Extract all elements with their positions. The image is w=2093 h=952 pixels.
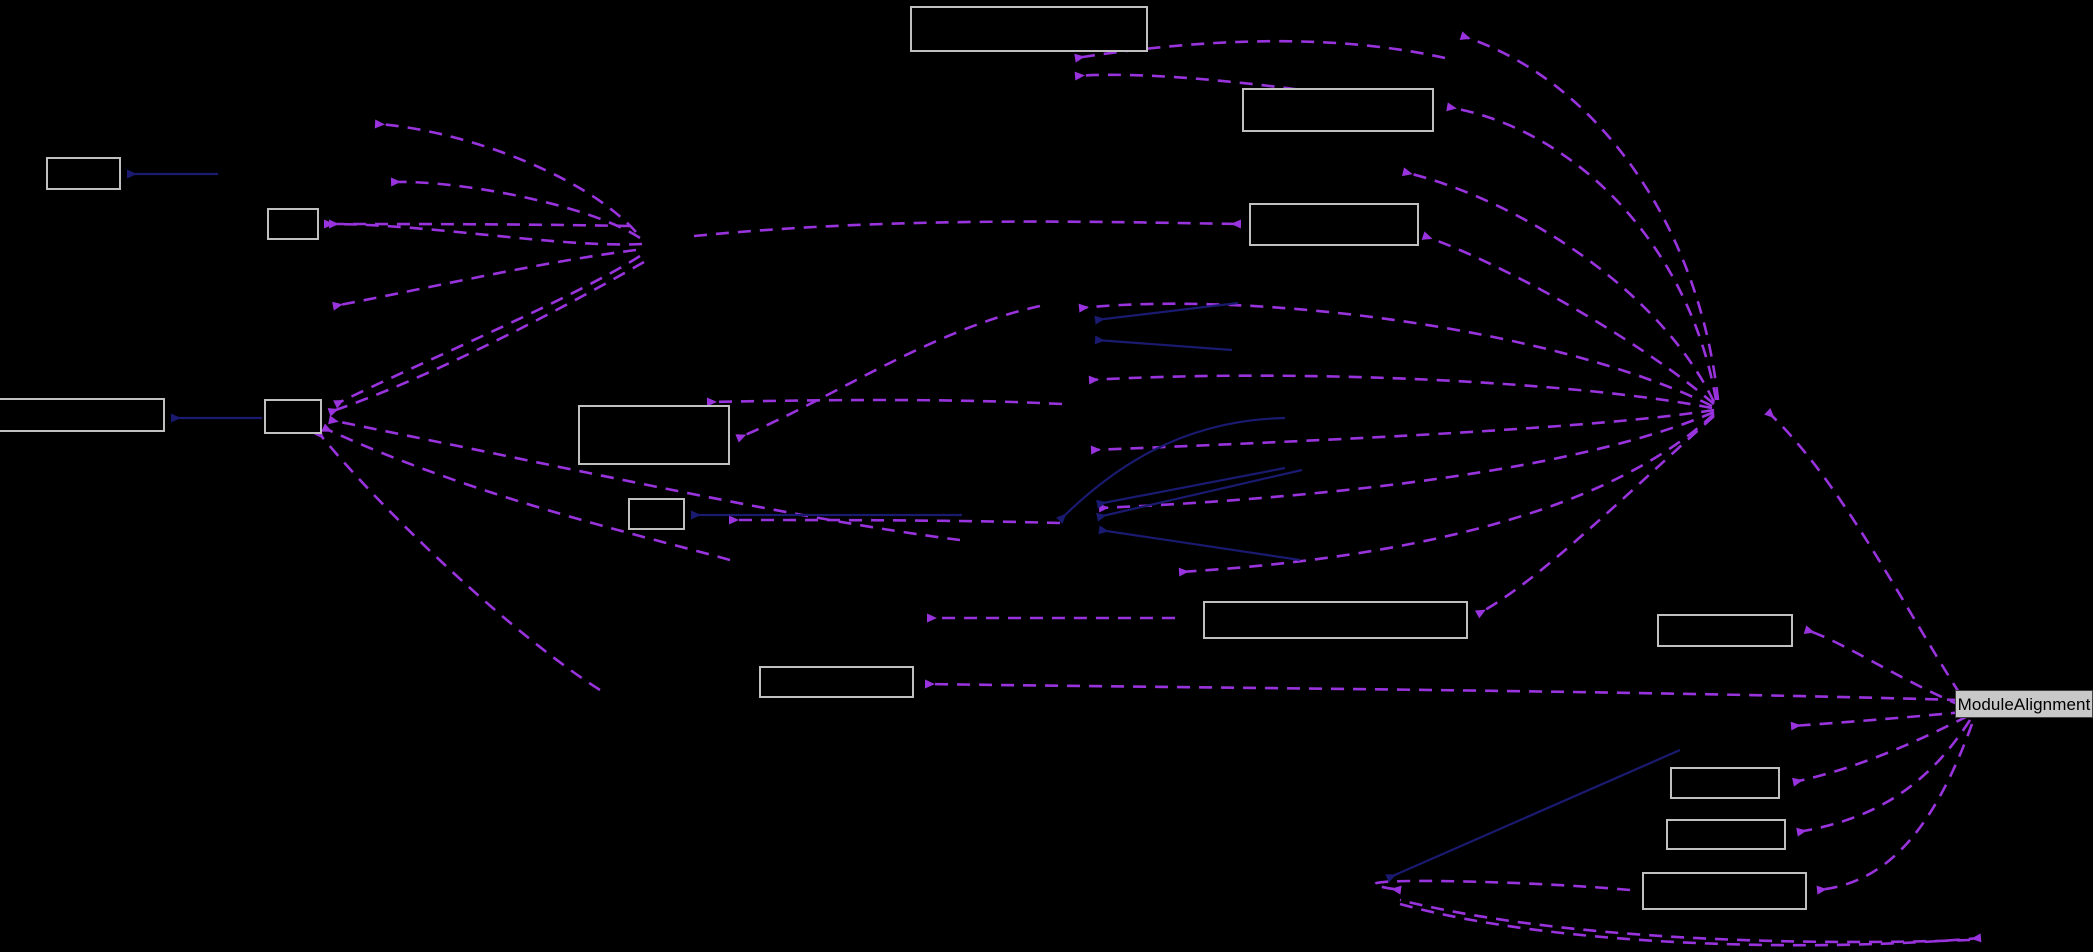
- graph-node[interactable]: [1242, 88, 1434, 132]
- graph-node[interactable]: [1670, 767, 1780, 799]
- edge: [333, 254, 641, 409]
- edge: [1399, 898, 1971, 944]
- edge: [1373, 879, 1631, 895]
- dashed-edge-group: [313, 31, 1982, 947]
- graph-node[interactable]: [1657, 614, 1793, 647]
- edge: [1078, 302, 1713, 408]
- edge: [1056, 416, 1286, 524]
- edge: [1096, 468, 1303, 522]
- edge: [1792, 714, 1969, 787]
- graph-node[interactable]: [46, 157, 121, 190]
- edge: [1803, 625, 1963, 708]
- edge: [1796, 719, 1972, 837]
- edge: [1178, 413, 1715, 577]
- edge: [1764, 408, 1962, 695]
- edge: [728, 515, 1061, 525]
- graph-node[interactable]: [1203, 601, 1468, 639]
- edge: [1094, 335, 1233, 352]
- edge: [1446, 102, 1718, 401]
- edge: [374, 119, 637, 233]
- edge: [1401, 167, 1716, 403]
- edge: [1090, 408, 1715, 455]
- graph-node[interactable]: [578, 405, 730, 465]
- edge: [1385, 748, 1681, 883]
- graph-node[interactable]: [628, 498, 685, 530]
- edge: [328, 415, 961, 542]
- edge: [1816, 723, 1974, 895]
- solid-edge-group: [127, 169, 1681, 883]
- edge: [327, 260, 645, 417]
- edge: [313, 428, 601, 692]
- edge: [1474, 415, 1715, 619]
- edge: [1790, 710, 1965, 731]
- edge: [1088, 374, 1713, 410]
- graph-node[interactable]: [910, 6, 1148, 52]
- graph-node-focus-module-alignment[interactable]: ModuleAlignment: [1955, 690, 2093, 718]
- graph-node[interactable]: [759, 666, 914, 698]
- edge: [706, 397, 1063, 407]
- graph-node[interactable]: [267, 208, 319, 240]
- edge: [321, 423, 731, 562]
- graph-node[interactable]: [1249, 203, 1419, 246]
- edge: [1096, 466, 1286, 509]
- edge: [1074, 39, 1446, 63]
- graph-node[interactable]: [1642, 872, 1807, 910]
- edge: [1098, 410, 1715, 513]
- graph-node[interactable]: [264, 399, 322, 434]
- edge: [328, 219, 643, 246]
- edge: [390, 177, 641, 240]
- graph-node[interactable]: [1666, 819, 1786, 850]
- edge: [1094, 301, 1239, 325]
- edge: [1421, 231, 1715, 405]
- edge: [1459, 31, 1720, 401]
- edge: [1399, 902, 1982, 947]
- edge: [693, 219, 1242, 238]
- edge: [924, 679, 1961, 702]
- edge: [735, 304, 1041, 443]
- edge: [323, 219, 631, 229]
- edge: [332, 248, 637, 311]
- edge: [1098, 525, 1301, 562]
- graph-node[interactable]: [0, 398, 165, 432]
- graph-node-label: ModuleAlignment: [1957, 694, 2091, 714]
